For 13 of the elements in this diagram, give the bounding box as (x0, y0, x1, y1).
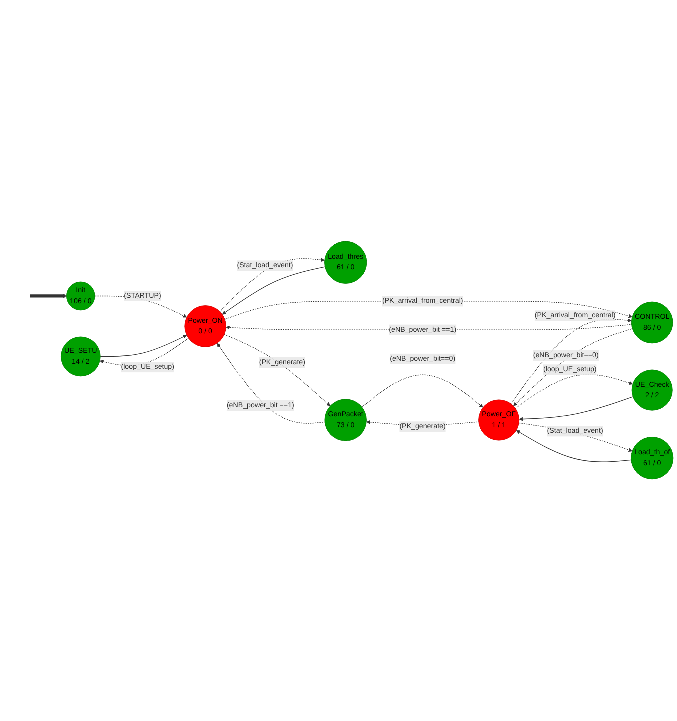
arrow (510, 318, 632, 404)
arrow (514, 328, 633, 406)
arrow (224, 334, 331, 406)
arrow (217, 343, 326, 424)
arrow (515, 374, 634, 409)
arrow (100, 335, 188, 358)
arrow (362, 374, 484, 408)
arrow (220, 258, 326, 312)
arrow (519, 396, 634, 422)
arrow (516, 430, 632, 462)
arrow (518, 422, 633, 452)
arrow (30, 294, 67, 298)
arrow (222, 266, 326, 315)
